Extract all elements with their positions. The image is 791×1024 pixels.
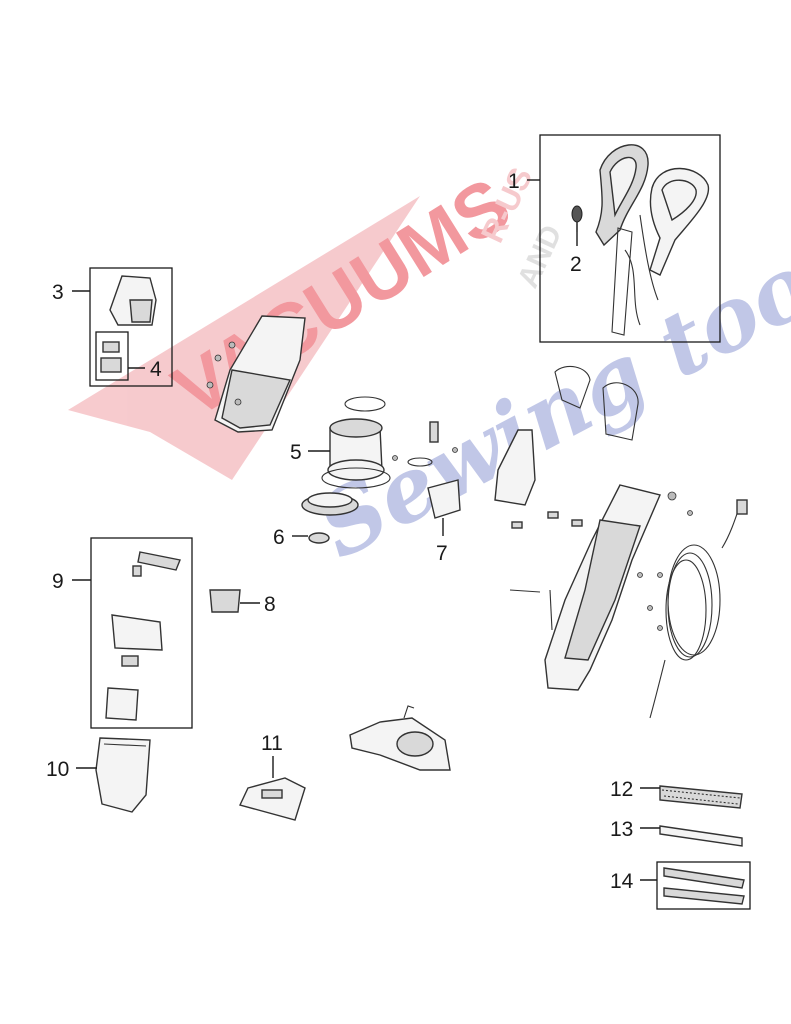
callout-4: 4	[150, 358, 162, 381]
main-body	[544, 484, 693, 691]
callout-1: 1	[508, 170, 520, 193]
part-6-fan-plate	[301, 492, 359, 544]
part-10-cup	[95, 737, 151, 813]
part-5-motor	[321, 396, 391, 489]
part-9-tank-assembly	[105, 551, 181, 721]
linkage-parts	[494, 365, 639, 631]
callout-12: 12	[610, 778, 633, 801]
callout-5: 5	[290, 441, 302, 464]
callout-11: 11	[261, 732, 283, 755]
callout-6: 6	[273, 526, 285, 549]
part-12-brush-roll	[659, 785, 743, 809]
part-11-nozzle	[239, 777, 306, 821]
part-3-charger-base	[109, 275, 157, 326]
box-part-3	[89, 267, 173, 387]
callout-10: 10	[46, 758, 69, 781]
part-1-handle	[595, 144, 710, 336]
box-part-9	[90, 537, 193, 729]
part-7-valve-assembly	[392, 421, 461, 519]
watermark-red-shape	[68, 196, 420, 480]
callout-14: 14	[610, 870, 634, 893]
callout-7: 7	[436, 542, 448, 565]
callout-8: 8	[264, 593, 276, 616]
upper-housing	[206, 315, 306, 433]
part-8-filter	[209, 589, 241, 613]
floor-head	[349, 705, 451, 771]
callout-13: 13	[610, 818, 633, 841]
callout-9: 9	[52, 570, 64, 593]
callout-3: 3	[52, 281, 64, 304]
box-part-1	[539, 134, 721, 343]
box-part-4	[95, 331, 129, 381]
part-13-strip	[659, 825, 743, 847]
part-4-charger-plug	[100, 341, 122, 373]
callout-2: 2	[570, 253, 582, 276]
box-part-14	[656, 861, 751, 910]
power-cord	[649, 499, 748, 719]
watermark-brand: VACUUMS	[159, 162, 525, 435]
part-14-brush-strips	[663, 867, 745, 905]
